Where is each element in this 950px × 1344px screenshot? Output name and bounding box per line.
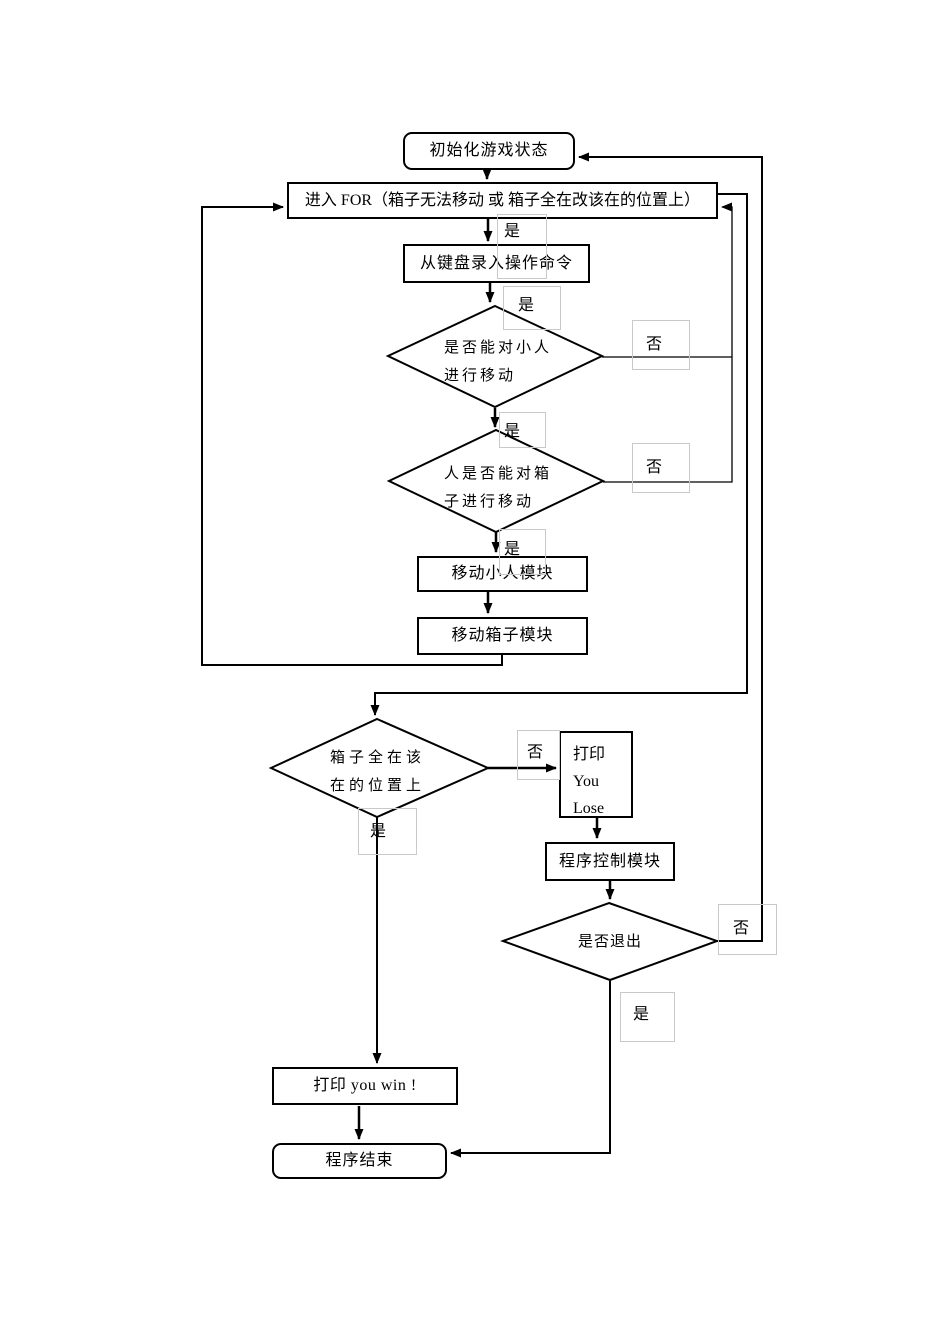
decision-can-move-box-line2: 子进行移动 xyxy=(444,494,535,510)
node-print-you-lose: 打印 You Lose xyxy=(559,731,633,818)
print-lose-line2: You xyxy=(573,773,599,790)
label-no-can-move-box: 否 xyxy=(632,443,690,493)
print-lose-line3: Lose xyxy=(573,800,605,817)
label-yes-boxes-in-place: 是 xyxy=(358,808,417,855)
edge-canmovebox-no-merge xyxy=(603,202,733,483)
decision-can-move-box-line1: 人是否能对箱 xyxy=(444,466,553,482)
node-init-game-state: 初始化游戏状态 xyxy=(403,132,575,170)
decision-boxes-in-place-line1: 箱子全在该 xyxy=(330,750,426,766)
label-yes-canmoveplayer-to-canmovebox: 是 xyxy=(499,412,546,448)
label-no-can-move-player: 否 xyxy=(632,320,690,370)
node-program-control-module: 程序控制模块 xyxy=(545,842,675,881)
label-yes-for-loop: 是 xyxy=(497,214,547,279)
decision-can-move-box-text: 人是否能对箱 子进行移动 xyxy=(444,460,552,516)
decision-exit-shape xyxy=(500,901,720,982)
node-print-you-win: 打印 you win ! xyxy=(272,1067,458,1105)
decision-boxes-in-place-line2: 在的位置上 xyxy=(330,778,426,794)
edge-movebox-loop-to-for xyxy=(201,202,503,666)
node-program-end: 程序结束 xyxy=(272,1143,447,1179)
print-lose-line1: 打印 xyxy=(573,746,606,763)
decision-boxes-in-place-text: 箱子全在该 在的位置上 xyxy=(330,744,425,800)
label-no-boxes-in-place: 否 xyxy=(517,730,560,780)
decision-boxes-in-place-shape xyxy=(268,717,491,819)
decision-exit-text: 是否退出 xyxy=(577,934,642,950)
label-yes-canmovebox-to-moveplayer: 是 xyxy=(499,529,546,575)
node-read-keyboard-command: 从键盘录入操作命令 xyxy=(403,244,590,283)
node-enter-for-loop: 进入 FOR（箱子无法移动 或 箱子全在改该在的位置上） xyxy=(287,182,718,219)
decision-can-move-player-line1: 是否能对小人 xyxy=(444,340,553,356)
decision-can-move-player-shape xyxy=(385,304,605,409)
node-move-box-module: 移动箱子模块 xyxy=(417,617,588,655)
edge-exitcheck-yes-to-end xyxy=(450,981,611,1158)
decision-can-move-box-shape xyxy=(386,428,606,534)
decision-can-move-player-text: 是否能对小人 进行移动 xyxy=(444,334,552,390)
edge-for-exit-to-boxesinplace xyxy=(370,193,748,716)
label-yes-input-to-canmoveplayer: 是 xyxy=(503,286,561,330)
label-no-exit-check: 否 xyxy=(718,904,777,955)
edge-exitcheck-no-loop-to-init xyxy=(578,152,763,942)
decision-can-move-player-line2: 进行移动 xyxy=(444,368,517,384)
label-yes-exit-check: 是 xyxy=(620,992,675,1042)
